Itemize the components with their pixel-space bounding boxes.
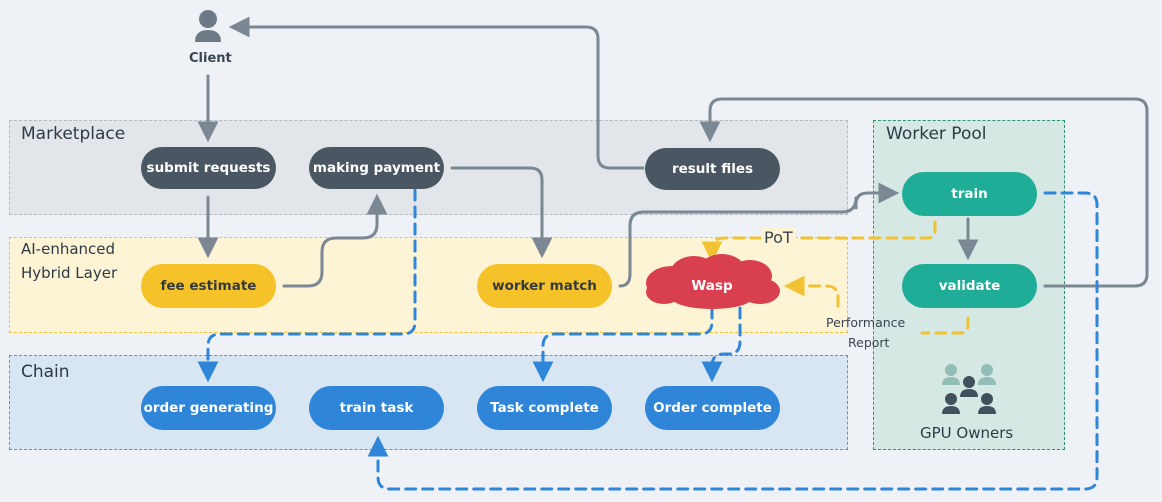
wasp-node[interactable]: Wasp — [691, 278, 733, 294]
train-task-node[interactable]: train task — [309, 386, 444, 430]
chain-title: Chain — [21, 362, 70, 382]
worker-pool-title: Worker Pool — [886, 124, 987, 144]
task-complete-node[interactable]: Task complete — [477, 386, 612, 430]
marketplace-title: Marketplace — [21, 124, 126, 144]
making-payment-node[interactable]: making payment — [309, 147, 444, 189]
train-node[interactable]: train — [902, 172, 1037, 216]
hybrid-layer-title-line1: AI-enhanced — [21, 240, 116, 258]
validate-node[interactable]: validate — [902, 264, 1037, 308]
hybrid-layer-title-line2: Hybrid Layer — [21, 264, 118, 282]
order-complete-node[interactable]: Order complete — [645, 386, 780, 430]
gpu-owners-label: GPU Owners — [920, 424, 1014, 442]
order-generating-node[interactable]: order generating — [141, 386, 276, 430]
worker-match-node[interactable]: worker match — [477, 264, 612, 308]
performance-report-label-line2: Report — [848, 335, 890, 350]
client-label: Client — [189, 51, 232, 66]
performance-report-label-line1: Performance — [826, 315, 906, 330]
pot-label: PoT — [761, 228, 796, 247]
fee-estimate-node[interactable]: fee estimate — [141, 264, 276, 308]
result-files-node[interactable]: result files — [645, 148, 780, 190]
person-icon — [195, 10, 221, 42]
submit-requests-node[interactable]: submit requests — [141, 147, 276, 189]
